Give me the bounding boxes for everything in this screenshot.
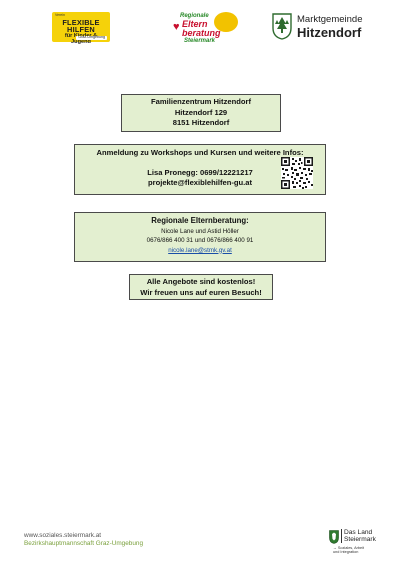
parent-counseling-box: Regionale Elternberatung: Nicole Lane un… <box>74 212 326 262</box>
footer-url[interactable]: www.soziales.steiermark.at <box>24 532 102 539</box>
parent-counseling-heading: Regionale Elternberatung: <box>151 216 249 225</box>
qr-code-icon[interactable] <box>281 157 313 189</box>
elternberatung-logo-line1: Regionale <box>180 13 209 19</box>
flexible-hilfen-logo: Verein FLEXIBLE HILFEN für Kinder & Juge… <box>52 12 110 45</box>
free-offer-line1: Alle Angebote sind kostenlos! <box>146 277 256 286</box>
regionale-elternberatung-logo: ♥ Regionale Eltern beratung Steiermark <box>170 10 240 46</box>
land-steiermark-logo: Das Land Steiermark → Soziales, Arbeit u… <box>329 528 376 560</box>
free-offer-line2: Wir freuen uns auf euren Besuch! <box>140 287 262 297</box>
marktgemeinde-label: Marktgemeinde <box>297 14 363 25</box>
heart-icon: ♥ <box>173 21 180 33</box>
flexible-hilfen-logo-top: Verein <box>55 13 65 17</box>
hitzendorf-label: Hitzendorf <box>297 25 362 40</box>
flexible-hilfen-logo-title: FLEXIBLE HILFEN <box>62 17 100 34</box>
land-logo-divider <box>341 529 342 543</box>
elternberatung-logo-line4: Steiermark <box>184 38 216 44</box>
elternberatung-logo-line3: beratung <box>182 28 221 38</box>
registration-email[interactable]: projekte@flexiblehilfen-gu.at <box>147 178 253 187</box>
registration-heading: Anmeldung zu Workshops und Kursen und we… <box>96 148 304 157</box>
hitzendorf-crest-icon <box>272 13 292 40</box>
free-offer-box: Alle Angebote sind kostenlos! Wir freuen… <box>129 274 273 300</box>
land-logo-line1: Das Land <box>344 529 373 536</box>
address-line: Hitzendorf 129 <box>174 107 228 117</box>
marktgemeinde-logo: Marktgemeinde Hitzendorf <box>272 12 364 44</box>
flexible-hilfen-logo-subtitle: für Kinder & Jugend <box>64 33 97 45</box>
address-line: 8151 Hitzendorf <box>172 118 230 127</box>
land-logo-department-line1: → Soziales, Arbeit <box>333 546 365 550</box>
sun-icon <box>214 12 238 32</box>
address-line: Familienzentrum Hitzendorf <box>151 97 251 106</box>
steiermark-crest-icon <box>329 530 339 544</box>
parent-counseling-names: Nicole Lane und Astid Höller <box>161 227 239 235</box>
elternberatung-logo-line2: Eltern <box>182 19 208 29</box>
land-logo-line2: Steiermark <box>344 536 376 543</box>
flexible-hilfen-logo-region: Graz-Umgebung <box>76 35 107 40</box>
address-box: Familienzentrum Hitzendorf Hitzendorf 12… <box>121 94 281 132</box>
registration-contact: Lisa Pronegg: 0699/12221217 <box>147 167 253 177</box>
footer-org: Bezirkshauptmannschaft Graz-Umgebung <box>24 540 143 547</box>
land-logo-department-line2: und Integration <box>333 550 359 555</box>
land-logo-department: → Soziales, Arbeit und Integration <box>333 546 364 555</box>
parent-counseling-phones: 0676/866 400 31 und 0676/866 400 91 <box>146 237 254 244</box>
parent-counseling-email-link[interactable]: nicole.lane@stmk.gv.at <box>168 246 232 254</box>
